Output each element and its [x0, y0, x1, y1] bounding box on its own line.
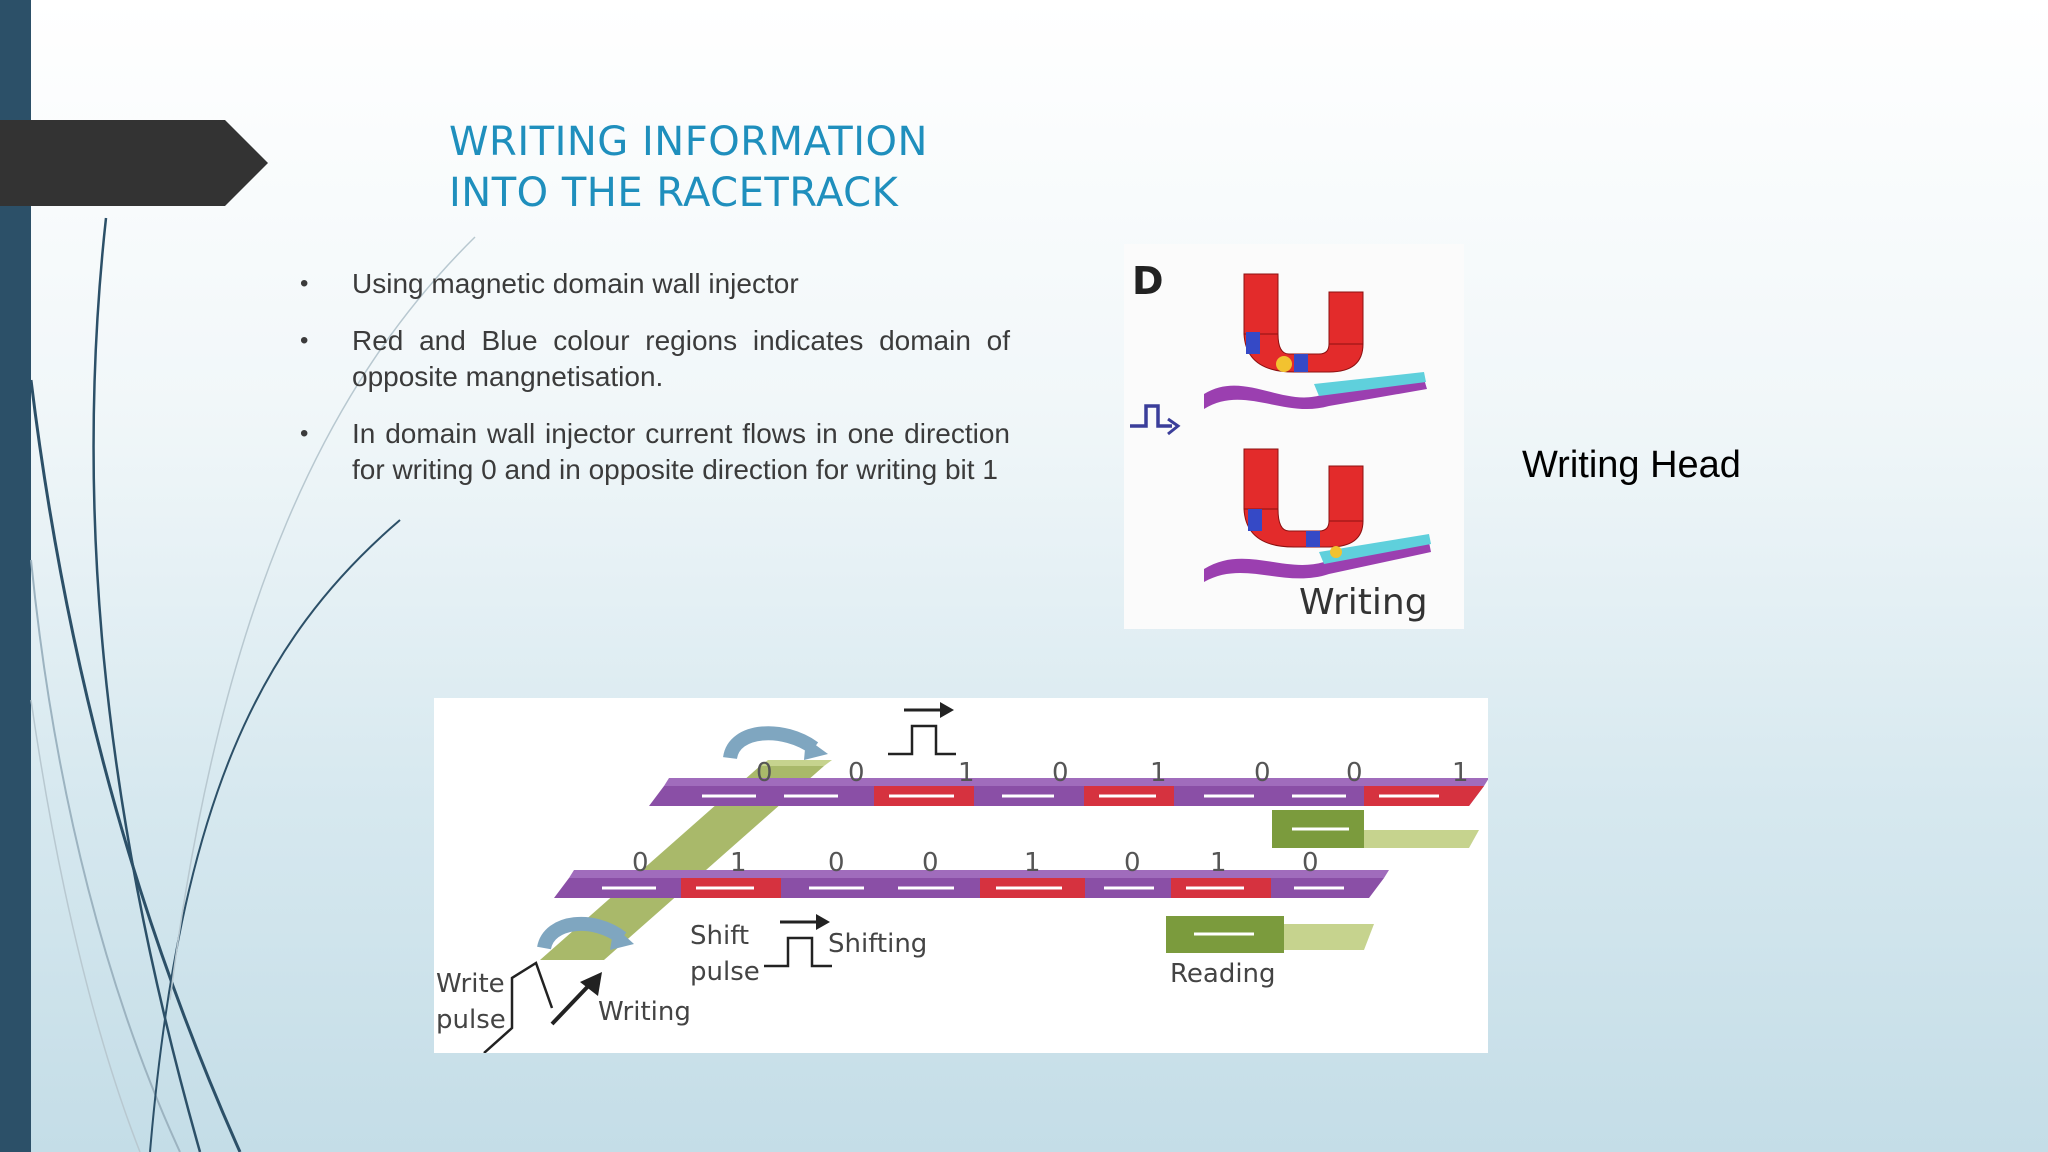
- bullet-item-2: • Red and Blue colour regions indicates d…: [300, 323, 1010, 395]
- write-pulse-label-line-2: pulse: [436, 1005, 506, 1035]
- lower-bit-3: 0: [828, 848, 845, 878]
- upper-bit-2: 0: [848, 758, 865, 788]
- upper-bit-1: 0: [756, 758, 773, 788]
- writing-label: Writing: [1299, 582, 1428, 623]
- shifting-label: Shifting: [828, 929, 927, 959]
- shift-pulse-label-line-1: Shift: [690, 921, 749, 951]
- upper-bit-6: 0: [1254, 758, 1271, 788]
- title-arrow-tab: [0, 120, 268, 206]
- bullet-item-1: • Using magnetic domain wall injector: [300, 266, 1010, 302]
- upper-bit-4: 0: [1052, 758, 1069, 788]
- bullet-item-3: • In domain wall injector current flows i…: [300, 416, 1010, 488]
- title-line-2: INTO THE RACETRACK: [449, 170, 899, 216]
- figure-caption: Writing Head: [1522, 444, 1741, 486]
- lower-bit-1: 0: [632, 848, 649, 878]
- lower-bit-7: 1: [1210, 848, 1227, 878]
- bullet-dot: •: [300, 327, 309, 354]
- lower-bit-4: 0: [922, 848, 939, 878]
- bullet-text-2: Red and Blue colour regions indicates do…: [352, 325, 1010, 392]
- lower-track: [554, 870, 1389, 898]
- shift-pulse-label-line-2: pulse: [690, 957, 760, 987]
- bullet-dot: •: [300, 270, 309, 297]
- writing-head-figure: D: [1124, 244, 1464, 629]
- reading-label: Reading: [1170, 959, 1276, 989]
- lower-bit-6: 0: [1124, 848, 1141, 878]
- slide-title: WRITING INFORMATION INTO THE RACETRACK: [449, 117, 928, 219]
- lower-bit-8: 0: [1302, 848, 1319, 878]
- upper-bit-7: 0: [1346, 758, 1363, 788]
- bullet-list: • Using magnetic domain wall injector • Re…: [300, 266, 1010, 509]
- lower-bit-2: 1: [730, 848, 747, 878]
- bullet-text-1: Using magnetic domain wall injector: [352, 268, 799, 299]
- racetrack-diagram: 0 0 1 0 1 0 0 1 0 1 0 0 1 0 1 0 Write: [434, 698, 1489, 1054]
- lower-bit-5: 1: [1024, 848, 1041, 878]
- bullet-text-3: In domain wall injector current flows in…: [352, 418, 1010, 485]
- upper-bit-8: 1: [1452, 758, 1469, 788]
- write-pulse-label-line-1: Write: [436, 969, 505, 999]
- panel-letter: D: [1132, 259, 1164, 303]
- writing-label: Writing: [598, 997, 691, 1027]
- upper-bit-3: 1: [958, 758, 975, 788]
- bullet-dot: •: [300, 420, 309, 447]
- bottom-u-injector: [1204, 448, 1431, 582]
- injector-substrate: [540, 766, 824, 960]
- title-line-1: WRITING INFORMATION: [449, 119, 928, 165]
- upper-track: [649, 778, 1489, 806]
- top-u-injector: [1204, 273, 1427, 409]
- upper-bit-5: 1: [1150, 758, 1167, 788]
